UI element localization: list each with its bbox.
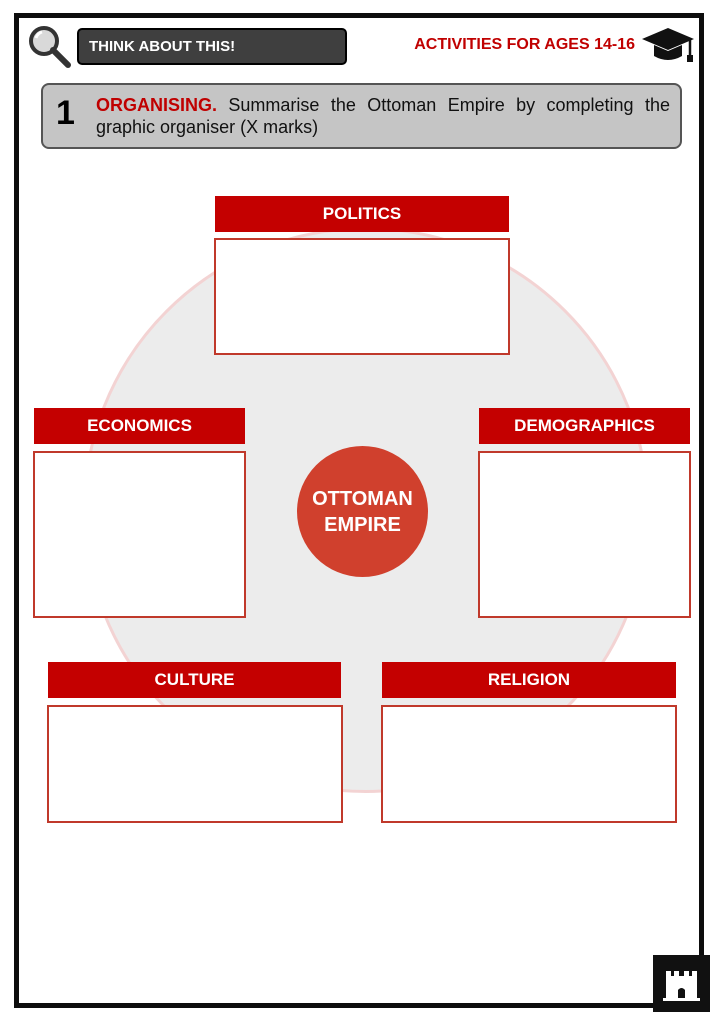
activity-age-label: ACTIVITIES FOR AGES 14-16 — [414, 36, 635, 53]
politics-answer-box[interactable] — [214, 238, 510, 355]
religion-header: RELIGION — [382, 662, 676, 698]
economics-header: ECONOMICS — [34, 408, 245, 444]
demographics-header: DEMOGRAPHICS — [479, 408, 690, 444]
task-number: 1 — [56, 94, 75, 132]
culture-header: CULTURE — [48, 662, 341, 698]
center-label-line1: OTTOMAN — [312, 487, 413, 510]
center-label-line2: EMPIRE — [324, 513, 401, 536]
politics-header: POLITICS — [215, 196, 509, 232]
castle-badge — [653, 955, 710, 1012]
think-about-this-tag: THINK ABOUT THIS! — [77, 28, 347, 65]
instruction-text: ORGANISING. Summarise the Ottoman Empire… — [96, 94, 670, 138]
instruction-body: Summarise the Ottoman Empire by completi… — [96, 95, 670, 137]
instruction-keyword: ORGANISING. — [96, 95, 218, 115]
culture-answer-box[interactable] — [47, 705, 343, 823]
magnifier-icon — [29, 26, 71, 68]
instruction-box: 1 ORGANISING. Summarise the Ottoman Empi… — [41, 83, 682, 149]
graduation-cap-icon — [642, 28, 694, 62]
economics-answer-box[interactable] — [33, 451, 246, 618]
demographics-answer-box[interactable] — [478, 451, 691, 618]
castle-icon — [663, 971, 700, 1001]
religion-answer-box[interactable] — [381, 705, 677, 823]
ottoman-empire-center: OTTOMAN EMPIRE — [297, 446, 428, 577]
